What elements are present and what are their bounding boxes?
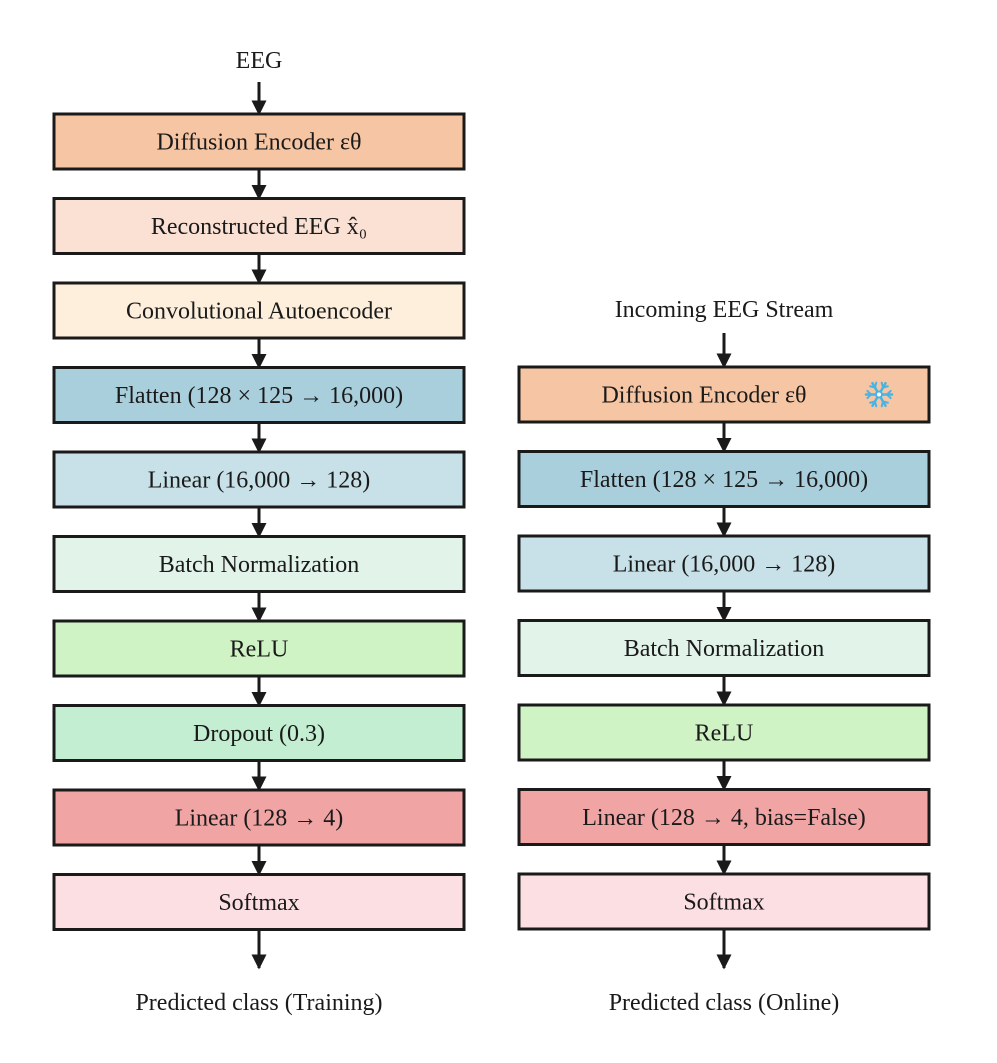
right-block-4-label: Batch Normalization <box>624 636 825 662</box>
left-block-5 <box>52 450 466 509</box>
left-block-9 <box>52 788 466 847</box>
left-block-6-label: Batch Normalization <box>159 552 360 578</box>
left-block-8 <box>52 704 466 762</box>
left-block-10 <box>52 873 466 931</box>
left-input-label: EEG <box>236 48 283 74</box>
right-block-5-label: ReLU <box>695 721 754 747</box>
right-block-4 <box>517 619 931 677</box>
right-block-2-label: Flatten (128 × 125 → 16,000) <box>580 467 868 493</box>
right-block-2 <box>517 450 931 508</box>
left-block-7-label: ReLU <box>230 637 289 663</box>
right-block-6-label: Linear (128 → 4, bias=False) <box>582 805 865 831</box>
left-block-1-label: Diffusion Encoder εθ <box>156 130 361 156</box>
left-block-4-label: Flatten (128 × 125 → 16,000) <box>115 383 403 409</box>
right-block-7 <box>517 872 931 931</box>
right-output-label: Predicted class (Online) <box>609 990 840 1016</box>
left-block-2-label: Reconstructed EEG x̂₀ <box>151 214 367 240</box>
left-block-6 <box>52 535 466 593</box>
left-block-3 <box>52 281 466 340</box>
left-output-label: Predicted class (Training) <box>135 990 382 1016</box>
left-block-5-label: Linear (16,000 → 128) <box>148 468 371 494</box>
left-block-8-label: Dropout (0.3) <box>193 721 325 747</box>
right-block-7-label: Softmax <box>683 890 764 916</box>
left-pipeline: EEG Diffusion Encoder εθ Reconstructed EE… <box>52 48 466 1016</box>
right-pipeline: Incoming EEG Stream Diffusion Encoder εθ… <box>517 297 931 1016</box>
left-block-2 <box>52 197 466 255</box>
left-block-7 <box>52 619 466 678</box>
snowflake-icon <box>864 381 894 408</box>
right-block-3-label: Linear (16,000 → 128) <box>613 552 836 578</box>
left-block-10-label: Softmax <box>218 890 299 916</box>
right-block-1-label: Diffusion Encoder εθ <box>601 383 806 409</box>
left-block-9-label: Linear (128 → 4) <box>175 806 344 832</box>
right-block-3 <box>517 534 931 593</box>
right-input-label: Incoming EEG Stream <box>615 297 834 323</box>
right-block-6 <box>517 788 931 846</box>
left-block-3-label: Convolutional Autoencoder <box>126 299 392 325</box>
right-block-5 <box>517 703 931 762</box>
